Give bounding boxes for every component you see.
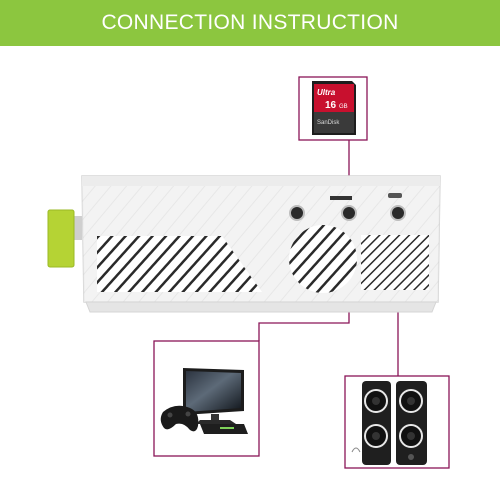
sd-card-icon: Ultra 16 GB SanDisk: [312, 81, 356, 135]
fan-grille: [289, 225, 357, 293]
projector-icon: [81, 175, 441, 313]
sd-card-maker: SanDisk: [317, 120, 340, 126]
audio-out-port: [390, 205, 406, 221]
speakers-icon: [351, 381, 427, 465]
left-vent-grille: [97, 236, 262, 292]
power-jack: [289, 205, 305, 221]
sd-card-slot: [330, 196, 352, 200]
tv-console-icon: [160, 368, 248, 434]
sd-card-capacity: 16: [325, 100, 337, 111]
sd-card-brand-line: Ultra: [317, 88, 336, 97]
sd-card-capacity-unit: GB: [339, 104, 348, 110]
right-mesh-grille: [361, 235, 429, 290]
tv-stand: [196, 420, 236, 424]
speakers-callout: [344, 375, 450, 469]
header-banner: CONNECTION INSTRUCTION: [0, 0, 500, 46]
tv-screen: [186, 371, 241, 412]
game-controller: [160, 405, 199, 432]
tv-console-callout: [153, 340, 260, 457]
usb-port: [388, 193, 402, 198]
sd-card-callout: Ultra 16 GB SanDisk: [298, 76, 368, 141]
hdmi-av-port: [341, 205, 357, 221]
hdmi-dongle-icon: [47, 209, 82, 268]
page-title: CONNECTION INSTRUCTION: [101, 11, 399, 34]
